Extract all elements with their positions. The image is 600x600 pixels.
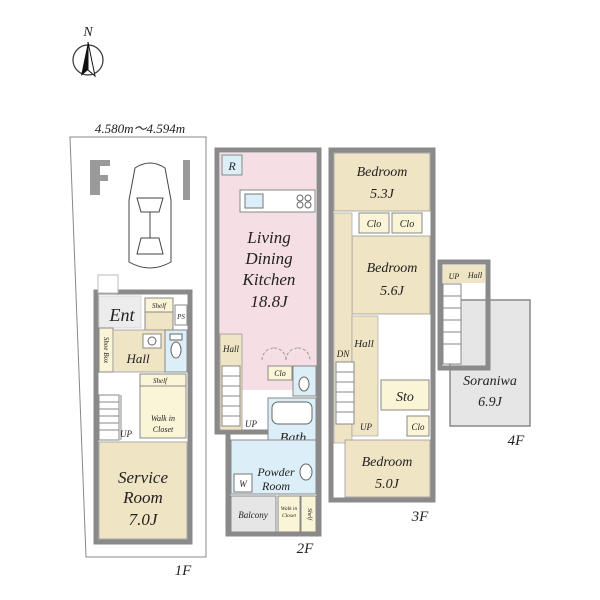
- r-label: R: [227, 159, 236, 173]
- floor-4f: UP Hall Soraniwa 6.9J 4F: [437, 259, 531, 449]
- north-label: N: [82, 25, 93, 40]
- parking-area: [90, 160, 190, 269]
- stairs-4f: [442, 283, 462, 365]
- ldk-label-2: Dining: [244, 249, 292, 268]
- up-1f-label: UP: [120, 429, 132, 439]
- floor-3f: Bedroom 5.3J Clo Clo Bedroom 5.6J DN Hal…: [328, 147, 436, 525]
- walk-in-1f-label-2: Closet: [153, 425, 174, 434]
- shelf-1f-top-label: Shelf: [152, 302, 167, 310]
- car-icon: [128, 162, 172, 269]
- floor-2f: R Living Dining Kitchen 18.8J Hall UP Cl…: [214, 147, 322, 557]
- dn-3f-label: DN: [336, 349, 350, 359]
- bedroom-3-label: Bedroom: [362, 455, 413, 470]
- hall-3f-label: Hall: [353, 338, 374, 350]
- ldk-label-1: Living: [246, 228, 290, 247]
- bedroom-1-size: 5.3J: [370, 187, 395, 202]
- powder-label-1: Powder: [256, 465, 295, 479]
- floor-1f-label: 1F: [175, 563, 193, 579]
- washer-label: W: [239, 479, 248, 489]
- walk-in-2f-label-1: Walk in: [281, 506, 298, 512]
- ldk-label-3: Kitchen: [242, 270, 296, 289]
- walk-in-1f-label-1: Walk in: [151, 414, 175, 423]
- powder-label-2: Room: [261, 479, 290, 493]
- bedroom-2-size: 5.6J: [380, 284, 405, 299]
- clo-3f-a-label: Clo: [367, 219, 381, 230]
- floor-1f: 4.580m～4.594m Ent Shelf PS Sho: [69, 121, 207, 579]
- service-room-size: 7.0J: [129, 510, 159, 529]
- balcony-label: Balcony: [238, 510, 268, 520]
- balcony: [230, 495, 277, 533]
- clo-3f-c-label: Clo: [411, 422, 425, 432]
- clo-2f-label: Clo: [274, 369, 286, 378]
- service-room-label-1: Service: [118, 468, 168, 487]
- site-boundary: [69, 136, 207, 558]
- bedroom-2: [351, 235, 431, 315]
- walk-in-2f-label-2: Closet: [282, 513, 297, 519]
- shoe-box-label: Shoe Box: [102, 337, 110, 364]
- ent-label: Ent: [109, 305, 136, 325]
- up-4f-label: UP: [449, 272, 460, 281]
- floor-3f-label: 3F: [411, 509, 430, 525]
- stairs-2f: [221, 365, 241, 427]
- service-room: [98, 441, 188, 540]
- bedroom-1: [333, 152, 431, 212]
- entrance-area: [98, 295, 142, 329]
- up-2f-label: UP: [245, 419, 257, 429]
- shelf-1f-mid-label: Shelf: [153, 377, 168, 385]
- soraniwa-size: 6.9J: [478, 395, 503, 410]
- bedroom-1-label: Bedroom: [357, 165, 408, 180]
- stairs-3f: [335, 361, 355, 425]
- ldk-size: 18.8J: [250, 292, 289, 311]
- road-width-label: 4.580m～4.594m: [95, 121, 185, 136]
- sto-label: Sto: [396, 390, 414, 405]
- clo-3f-b-label: Clo: [400, 219, 414, 230]
- shelf-2f-label: Shelf: [306, 508, 313, 521]
- hall-2f-label: Hall: [222, 344, 240, 354]
- bedroom-3-size: 5.0J: [375, 477, 400, 492]
- bedroom-2-label: Bedroom: [367, 261, 418, 276]
- ps-label: PS: [176, 313, 185, 321]
- bedroom-3: [344, 439, 431, 498]
- floor-2f-label: 2F: [297, 541, 315, 557]
- hall-4f-label: Hall: [467, 271, 483, 280]
- hall-1f-label: Hall: [125, 351, 150, 366]
- floor-4f-label: 4F: [508, 433, 526, 449]
- stairs-1f: [98, 394, 122, 441]
- soraniwa-label: Soraniwa: [463, 374, 517, 389]
- compass-icon: N: [72, 25, 104, 78]
- up-3f-label: UP: [360, 422, 372, 432]
- service-room-label-2: Room: [122, 488, 163, 507]
